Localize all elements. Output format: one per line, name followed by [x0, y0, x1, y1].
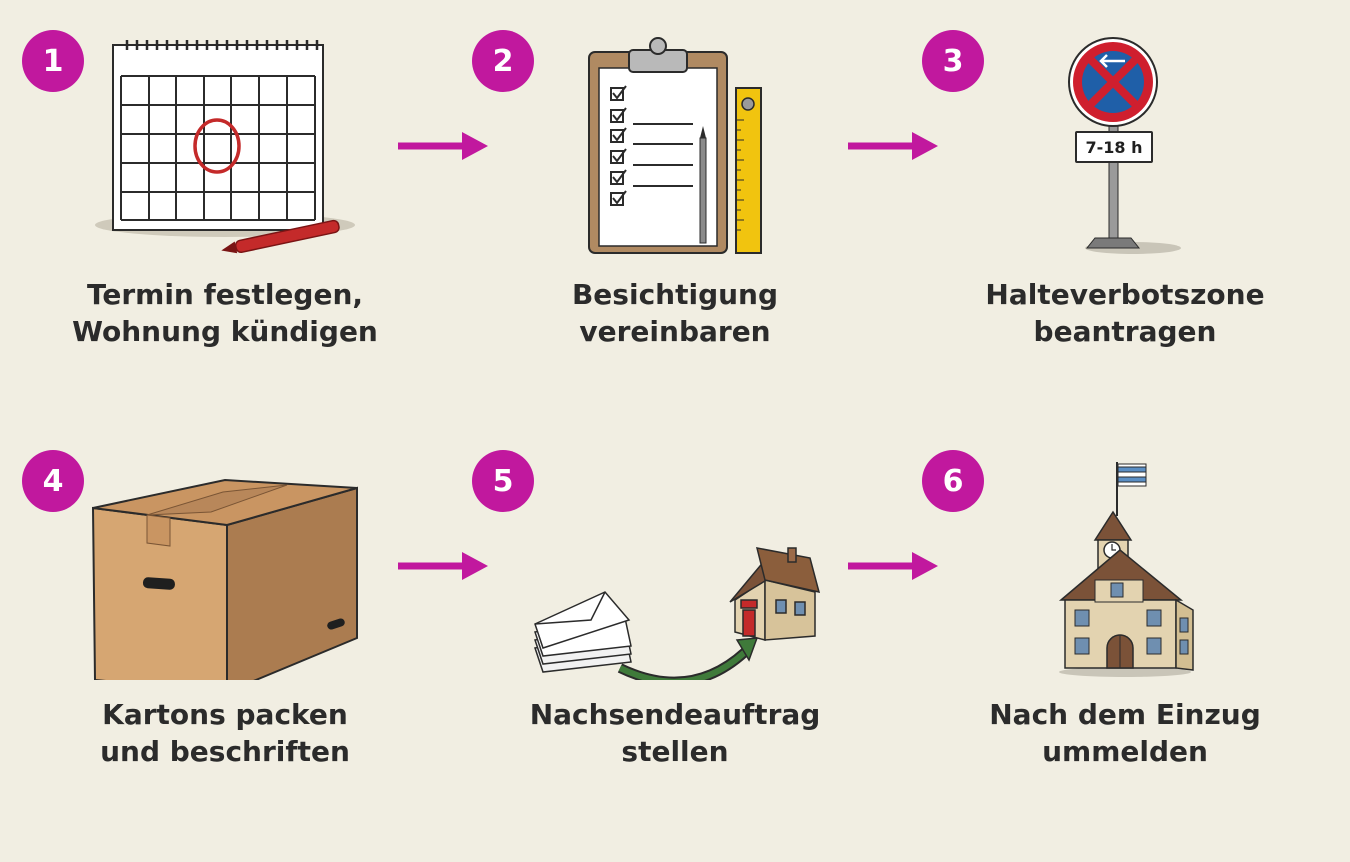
mail-forwarding-icon	[534, 547, 821, 680]
step-number-badge: 3	[922, 30, 984, 92]
step-1: 1 Termin festlegen, Wohnung kündi	[0, 0, 450, 420]
step-number-badge: 4	[22, 450, 84, 512]
calendar-icon	[95, 40, 355, 254]
step-6: 6 Nach dem Einzug ummelden	[900, 420, 1350, 840]
step-caption: Kartons packen und beschriften	[100, 698, 350, 768]
arrow-right-icon	[398, 132, 488, 160]
town-hall-icon	[1058, 462, 1194, 677]
envelope-stack-icon	[534, 591, 632, 673]
step-caption: Besichtigung vereinbaren	[571, 278, 779, 348]
sign-plate: 7-18 h	[1075, 131, 1153, 163]
flag-icon	[1117, 463, 1147, 487]
step-3: 3 7-18 h Halteverbotszone beantragen	[900, 0, 1350, 420]
arrow-right-icon	[398, 552, 488, 580]
cardboard-box-icon	[91, 478, 358, 680]
step-number-badge: 6	[922, 450, 984, 512]
house-icon	[729, 547, 821, 641]
step-number-badge: 1	[22, 30, 84, 92]
step-caption: Nachsendeauftrag stellen	[529, 698, 821, 768]
arrow-right-icon	[848, 552, 938, 580]
step-number-badge: 2	[472, 30, 534, 92]
step-caption: Nach dem Einzug ummelden	[989, 698, 1261, 768]
step-number-badge: 5	[472, 450, 534, 512]
step-caption: Halteverbotszone beantragen	[985, 278, 1265, 348]
step-4: 4 Kartons packen und beschriften	[0, 420, 450, 840]
clipboard-checklist-icon	[588, 37, 762, 254]
step-5: 5 Nachsendeauftrag stellen	[450, 420, 900, 840]
no-parking-sign-icon	[1068, 37, 1181, 254]
arrow-right-icon	[848, 132, 938, 160]
step-caption: Termin festlegen, Wohnung kündigen	[72, 278, 378, 348]
step-2: 2 Besichtigung vereinbaren	[450, 0, 900, 420]
